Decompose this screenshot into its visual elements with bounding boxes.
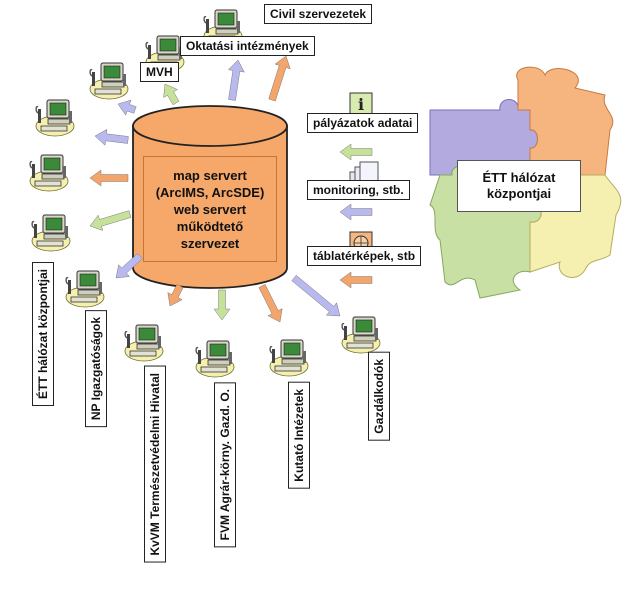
server-description: map servert (ArcIMS, ArcSDE) web servert… <box>143 156 277 262</box>
server-line: web servert <box>173 201 247 217</box>
label-oktatasi-intezmenyek: Oktatási intézmények <box>180 36 315 56</box>
arrows-group <box>89 55 373 323</box>
server-line: működtető <box>176 218 244 234</box>
arrow <box>163 83 180 106</box>
computer-icon <box>195 340 235 378</box>
arrow <box>227 59 245 101</box>
label-civil-szervezetek: Civil szervezetek <box>264 4 373 24</box>
label-kutato-intezetek: Kutató Intézetek <box>288 382 310 489</box>
puzzle-center-line: ÉTT hálózat <box>482 170 556 185</box>
svg-text:i: i <box>358 95 364 114</box>
label-kvvm-termeszetvedelmi-hivatal: KvVM Természetvédelmi Hivatal <box>144 366 166 563</box>
arrow <box>117 99 137 116</box>
label-tablaterkepek: táblatérképek, stb <box>307 246 422 266</box>
arrow <box>339 143 373 161</box>
arrow <box>115 253 143 279</box>
label-np-igazgatosagok: NP Igazgatóságok <box>85 310 107 428</box>
arrow <box>339 271 373 289</box>
info-icon: i <box>349 92 373 116</box>
arrow <box>258 284 283 323</box>
computer-icon <box>31 214 71 252</box>
server-line: map servert <box>173 167 247 183</box>
computer-icon <box>341 316 381 354</box>
label-mvh: MVH <box>140 62 179 82</box>
label-monitoring: monitoring, stb. <box>307 180 410 200</box>
arrow <box>268 55 291 102</box>
arrow <box>94 128 129 146</box>
arrow <box>167 284 184 307</box>
arrow <box>291 274 341 317</box>
arrow <box>89 169 129 187</box>
computer-icon <box>35 99 75 137</box>
computer-icon <box>65 270 105 308</box>
arrow <box>89 210 132 231</box>
label-ett-halozat-kozpontjai: ÉTT hálózat központjai <box>32 262 54 407</box>
puzzle-center-line: központjai <box>486 186 552 201</box>
puzzle-center-label: ÉTT hálózat központjai <box>457 160 581 212</box>
puzzle-piece-orange <box>516 66 614 176</box>
label-palyazatok-adatai: pályázatok adatai <box>307 113 419 133</box>
computer-icon <box>269 339 309 377</box>
arrow <box>339 203 373 221</box>
arrow <box>213 289 231 321</box>
server-line: (ArcIMS, ArcSDE) <box>155 184 265 200</box>
label-fvm-agrar-korny: FVM Agrár-körny. Gazd. O. <box>214 382 236 548</box>
server-line: szervezet <box>180 235 240 251</box>
computer-icon <box>29 154 69 192</box>
computer-icon <box>124 324 164 362</box>
label-gazdalkodok: Gazdálkodók <box>368 352 390 441</box>
computer-icon <box>89 62 129 100</box>
